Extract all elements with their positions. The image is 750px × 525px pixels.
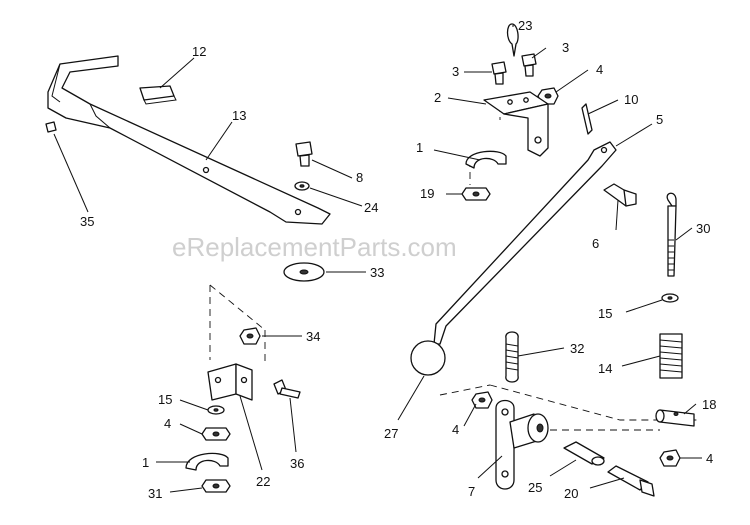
callout-10: 10 xyxy=(624,92,638,107)
part-22-bracket xyxy=(207,363,253,401)
callout-20: 20 xyxy=(564,486,578,501)
part-1-clip-left xyxy=(185,452,229,471)
part-4-nut-bottom-right xyxy=(659,449,681,467)
callout-25: 25 xyxy=(528,480,542,495)
part-8-bolt xyxy=(295,141,313,167)
callout-36: 36 xyxy=(290,456,304,471)
part-7-bracket xyxy=(495,399,549,490)
part-30-threaded-rod xyxy=(666,192,677,277)
part-32-extension-spring xyxy=(505,331,519,383)
part-33-flat-washer xyxy=(283,262,325,282)
callout-34: 34 xyxy=(306,329,320,344)
callout-19: 19 xyxy=(420,186,434,201)
callout-3-right: 3 xyxy=(562,40,569,55)
callout-15-left: 15 xyxy=(158,392,172,407)
watermark: eReplacementParts.com xyxy=(172,232,457,262)
part-36-bolt xyxy=(273,379,301,399)
callout-8: 8 xyxy=(356,170,363,185)
callout-labels: 12 13 35 8 24 33 34 15 4 1 31 22 36 23 3… xyxy=(80,18,716,501)
callout-30: 30 xyxy=(696,221,710,236)
part-14-spring xyxy=(659,333,683,379)
callout-4-left: 4 xyxy=(164,416,171,431)
part-12-pedal-pad xyxy=(139,85,177,105)
part-24-washer xyxy=(294,181,310,191)
callout-4-mid: 4 xyxy=(452,422,459,437)
callout-27: 27 xyxy=(384,426,398,441)
part-20-bolt xyxy=(607,465,655,497)
part-34-nut xyxy=(239,327,261,345)
callout-1-right: 1 xyxy=(416,140,423,155)
callout-7: 7 xyxy=(468,484,475,499)
callout-22: 22 xyxy=(256,474,270,489)
callout-12: 12 xyxy=(192,44,206,59)
callout-35: 35 xyxy=(80,214,94,229)
part-31-nut xyxy=(201,479,231,493)
part-6-bolt xyxy=(603,183,637,207)
part-3-bolt-a xyxy=(491,61,507,85)
callout-23: 23 xyxy=(518,18,532,33)
part-4-nut-mid xyxy=(471,391,493,409)
callout-14: 14 xyxy=(598,361,612,376)
part-2-bracket xyxy=(483,91,549,157)
callout-3-left: 3 xyxy=(452,64,459,79)
part-1-clip-right xyxy=(465,150,507,169)
callout-33: 33 xyxy=(370,265,384,280)
part-18-swivel xyxy=(655,409,695,427)
part-25-shaft xyxy=(563,441,605,466)
callout-5: 5 xyxy=(656,112,663,127)
callout-4-bottom-right: 4 xyxy=(706,451,713,466)
part-13-pedal-arm xyxy=(47,55,331,225)
part-23-cotter-pin xyxy=(506,23,519,57)
callout-31: 31 xyxy=(148,486,162,501)
part-15-washer-right xyxy=(661,293,679,303)
part-5-lever xyxy=(433,141,617,345)
callout-18: 18 xyxy=(702,397,716,412)
part-10-cotter-pin xyxy=(581,103,593,135)
assembly-guides xyxy=(209,105,700,431)
callout-32: 32 xyxy=(570,341,584,356)
callout-2: 2 xyxy=(434,90,441,105)
callout-4-top: 4 xyxy=(596,62,603,77)
callout-15-right: 15 xyxy=(598,306,612,321)
part-3-bolt-b xyxy=(521,53,537,77)
callout-6: 6 xyxy=(592,236,599,251)
callout-1-left: 1 xyxy=(142,455,149,470)
part-15-washer-left xyxy=(207,405,225,415)
part-35-pin xyxy=(45,121,57,133)
part-19-nut xyxy=(461,187,491,201)
part-27-knob xyxy=(410,340,446,376)
callout-13: 13 xyxy=(232,108,246,123)
callout-24: 24 xyxy=(364,200,378,215)
leader-lines xyxy=(53,25,702,493)
part-4-nut-left xyxy=(201,427,231,441)
